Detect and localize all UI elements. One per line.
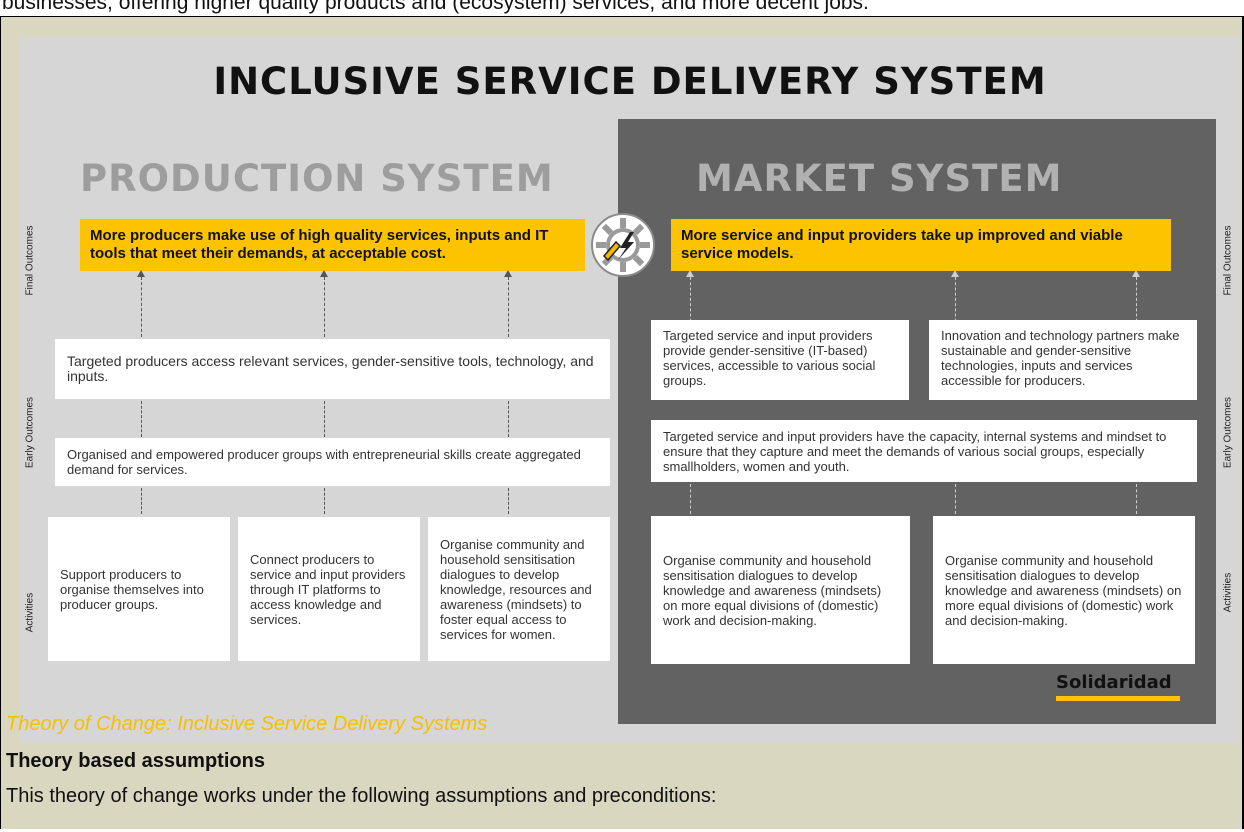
document-frame: INCLUSIVE SERVICE DELIVERY SYSTEM PRODUC… (0, 16, 1244, 829)
connector-arrow (1132, 270, 1140, 277)
connector-line (324, 401, 325, 437)
figure-caption: Theory of Change: Inclusive Service Deli… (6, 713, 488, 735)
connector-arrow (504, 270, 512, 277)
market-early-outcome-1b: Innovation and technology partners make … (929, 320, 1197, 400)
connector-line (324, 277, 325, 337)
production-activity-3: Organise community and household sensiti… (428, 517, 610, 661)
production-activity-2: Connect producers to service and input p… (238, 517, 420, 661)
connector-line (141, 488, 142, 514)
connector-line (508, 277, 509, 337)
market-system-title: MARKET SYSTEM (696, 157, 1063, 200)
connector-line (690, 277, 691, 327)
production-final-outcome: More producers make use of high quality … (80, 219, 585, 271)
connector-line (508, 401, 509, 437)
figure-title: INCLUSIVE SERVICE DELIVERY SYSTEM (213, 60, 1047, 103)
connector-line (141, 401, 142, 437)
production-system-title: PRODUCTION SYSTEM (80, 157, 554, 200)
connector-line (955, 277, 956, 327)
market-early-outcome-1a: Targeted service and input providers pro… (651, 320, 909, 400)
market-final-outcome: More service and input providers take up… (671, 219, 1171, 271)
connector-line (1136, 277, 1137, 327)
section-heading: Theory based assumptions (6, 750, 265, 772)
connector-line (1136, 484, 1137, 514)
market-activity-2: Organise community and household sensiti… (933, 516, 1195, 664)
side-label-activities-left: Activities (24, 592, 36, 633)
market-early-outcome-2: Targeted service and input providers hav… (651, 420, 1197, 482)
connector-arrow (320, 270, 328, 277)
connector-arrow (686, 270, 694, 277)
market-activity-1: Organise community and household sensiti… (651, 516, 910, 664)
top-text: businesses, offering higher quality prod… (2, 0, 869, 14)
connector-arrow (951, 270, 959, 277)
body-paragraph: This theory of change works under the fo… (6, 785, 717, 807)
side-label-final-outcomes-right: Final Outcomes (1222, 225, 1234, 296)
production-early-outcome-2: Organised and empowered producer groups … (55, 438, 610, 486)
connector-line (508, 488, 509, 514)
side-label-early-outcomes-left: Early Outcomes (24, 396, 36, 469)
production-activity-1: Support producers to organise themselves… (48, 517, 230, 661)
wrench-gear-icon (591, 213, 655, 277)
connector-arrow (137, 270, 145, 277)
side-label-final-outcomes-left: Final Outcomes (24, 225, 36, 296)
connector-line (324, 488, 325, 514)
side-label-activities-right: Activities (1222, 572, 1234, 613)
connector-line (955, 484, 956, 514)
side-label-early-outcomes-right: Early Outcomes (1222, 396, 1234, 469)
solidaridad-logo: Solidaridad (1056, 672, 1172, 693)
connector-line (690, 484, 691, 514)
logo-underline (1056, 696, 1180, 701)
theory-of-change-figure: INCLUSIVE SERVICE DELIVERY SYSTEM PRODUC… (20, 37, 1240, 743)
connector-line (141, 277, 142, 337)
production-early-outcome-1: Targeted producers access relevant servi… (55, 339, 610, 399)
